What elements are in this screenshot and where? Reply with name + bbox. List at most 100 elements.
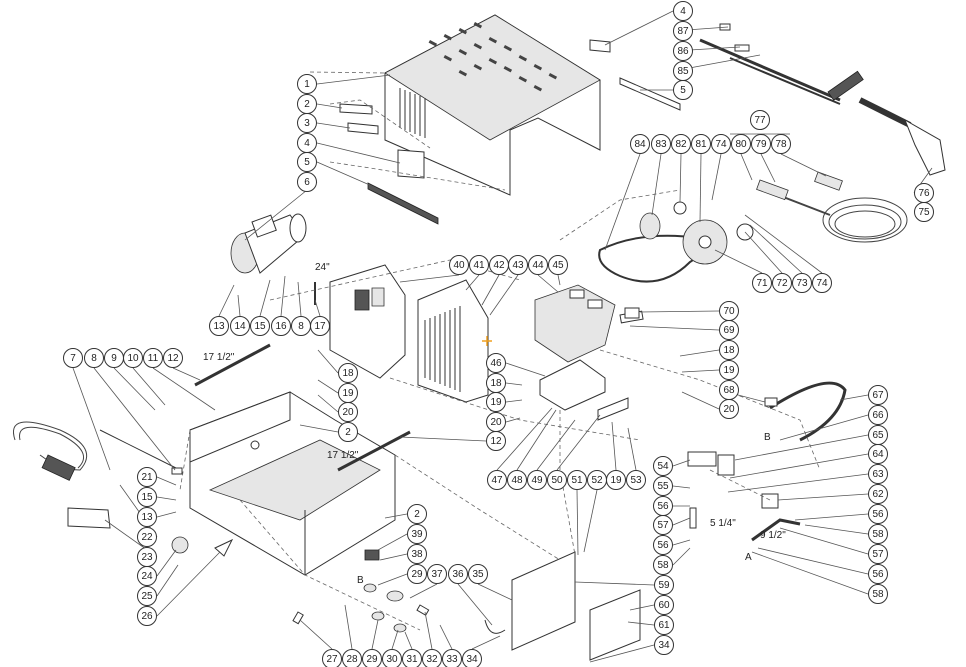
callout-number: 26 — [141, 611, 153, 622]
callout-bubble — [711, 134, 731, 154]
callout-number: 4 — [304, 138, 310, 149]
callout-number: 46 — [490, 358, 502, 369]
callout-number: 19 — [342, 388, 354, 399]
callout-bubble — [422, 649, 442, 667]
part-callout: 38 — [407, 544, 427, 564]
callout-number: 57 — [657, 520, 669, 531]
part-callout: 20 — [719, 399, 739, 419]
part-callout: 86 — [673, 41, 693, 61]
part-callout: 36 — [448, 564, 468, 584]
callout-bubble — [731, 134, 751, 154]
part-callout: 26 — [137, 606, 157, 626]
part-callout: 81 — [691, 134, 711, 154]
callout-bubble — [653, 555, 673, 575]
part-callout: 59 — [654, 575, 674, 595]
callout-number: 54 — [657, 461, 669, 472]
callout-bubble — [673, 41, 693, 61]
callout-bubble — [407, 524, 427, 544]
callout-bubble — [322, 649, 342, 667]
part-callout: 63 — [868, 464, 888, 484]
callout-bubble — [528, 255, 548, 275]
callout-bubble — [338, 402, 358, 422]
callout-number: 61 — [658, 620, 670, 631]
callout-bubble — [338, 363, 358, 383]
callout-number: 12 — [490, 436, 502, 447]
callout-bubble — [653, 456, 673, 476]
callout-number: 15 — [141, 492, 153, 503]
callout-bubble — [297, 74, 317, 94]
callout-number: 86 — [677, 46, 689, 57]
callout-bubble — [752, 273, 772, 293]
callout-bubble — [719, 340, 739, 360]
part-callout: 57 — [653, 515, 673, 535]
callout-number: 32 — [426, 654, 438, 665]
callout-bubble — [868, 504, 888, 524]
callout-number: 78 — [775, 139, 787, 150]
callout-number: 17 — [314, 321, 326, 332]
dimension-label: 5 1/4" — [710, 518, 736, 529]
callout-bubble — [382, 649, 402, 667]
part-callout: 4 — [673, 1, 693, 21]
part-callout: 33 — [442, 649, 462, 667]
part-callout: 73 — [792, 273, 812, 293]
part-callout: 85 — [673, 61, 693, 81]
callout-number: 73 — [796, 278, 808, 289]
callout-number: 53 — [630, 475, 642, 486]
part-callout: 56 — [868, 504, 888, 524]
callout-number: 63 — [872, 469, 884, 480]
part-callout: 2 — [297, 94, 317, 114]
callout-bubble — [427, 564, 447, 584]
callout-number: 24 — [141, 571, 153, 582]
callout-number: 60 — [658, 600, 670, 611]
callout-number: 34 — [466, 654, 478, 665]
part-callout: 5 — [297, 152, 317, 172]
callout-number: 5 — [304, 157, 310, 168]
callout-number: 56 — [872, 569, 884, 580]
callout-number: 13 — [141, 512, 153, 523]
callout-bubble — [651, 134, 671, 154]
callout-number: 19 — [490, 397, 502, 408]
callout-bubble — [468, 564, 488, 584]
part-callout: 48 — [507, 470, 527, 490]
part-callout: 69 — [719, 320, 739, 340]
callout-number: 29 — [411, 569, 423, 580]
callout-number: 69 — [723, 325, 735, 336]
callout-bubble — [84, 348, 104, 368]
callout-number: 42 — [493, 260, 505, 271]
callout-number: 3 — [304, 118, 310, 129]
part-callout: 19 — [719, 360, 739, 380]
callout-number: 37 — [431, 569, 443, 580]
callout-bubble — [342, 649, 362, 667]
part-callout: 2 — [407, 504, 427, 524]
part-callout: 58 — [868, 584, 888, 604]
callout-bubble — [868, 544, 888, 564]
callout-number: 87 — [677, 26, 689, 37]
callout-number: 64 — [872, 449, 884, 460]
callout-number: 70 — [723, 306, 735, 317]
callout-number: 74 — [816, 278, 828, 289]
part-callout: 15 — [250, 316, 270, 336]
callout-number: 55 — [657, 481, 669, 492]
unloader-manifold — [688, 383, 845, 540]
part-callout: 28 — [342, 649, 362, 667]
callout-bubble — [606, 470, 626, 490]
callout-bubble — [547, 470, 567, 490]
callout-bubble — [486, 431, 506, 451]
callout-bubble — [654, 635, 674, 655]
callout-bubble — [407, 504, 427, 524]
control-panel — [315, 265, 405, 378]
part-callout: 17 — [310, 316, 330, 336]
part-callout: 46 — [486, 353, 506, 373]
dimension-label: 24" — [315, 262, 330, 273]
part-callout: 51 — [567, 470, 587, 490]
part-callout: 35 — [468, 564, 488, 584]
callout-number: 16 — [275, 321, 287, 332]
part-callout: 4 — [297, 133, 317, 153]
callout-number: 34 — [658, 640, 670, 651]
callout-number: 31 — [406, 654, 418, 665]
part-callout: 74 — [812, 273, 832, 293]
part-callout: 47 — [487, 470, 507, 490]
part-callout: 13 — [137, 507, 157, 527]
callout-number: 40 — [453, 260, 465, 271]
part-callout: 72 — [772, 273, 792, 293]
